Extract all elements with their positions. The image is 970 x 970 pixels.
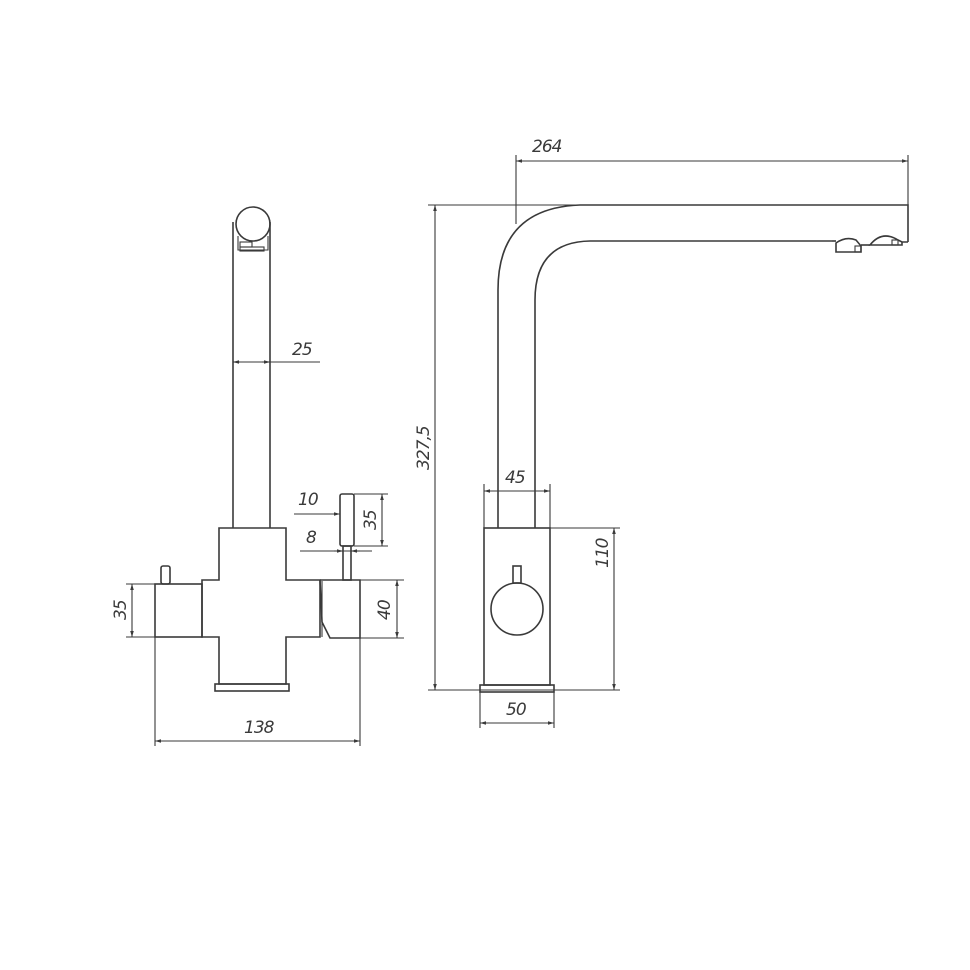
dim-label-total-height: 327,5 bbox=[414, 426, 434, 470]
dim-label-handle-height: 35 bbox=[361, 510, 381, 530]
dim-label-left-valve-height: 35 bbox=[111, 600, 131, 620]
dim-label-spout-diameter: 25 bbox=[292, 340, 312, 360]
side-base-plate bbox=[479, 684, 555, 693]
dim-label-handle-width: 10 bbox=[298, 490, 318, 510]
aerator-1 bbox=[835, 237, 862, 253]
dim-label-right-valve-height: 40 bbox=[375, 600, 395, 620]
right-handle bbox=[339, 493, 355, 547]
side-handle-lever bbox=[512, 565, 522, 584]
side-body bbox=[483, 527, 551, 686]
aerator-outline bbox=[237, 236, 269, 251]
dim-label-spout-tube: 45 bbox=[505, 468, 525, 488]
spout-inner-edge bbox=[534, 240, 832, 528]
dim-label-spout-reach: 264 bbox=[532, 137, 562, 157]
aerator-detail-2 bbox=[239, 246, 265, 252]
right-handle-stem bbox=[342, 545, 352, 581]
side-view: 264 327,5 45 110 50 bbox=[414, 137, 909, 728]
dim-label-base-width: 50 bbox=[506, 700, 526, 720]
dim-label-handle-stem: 8 bbox=[306, 528, 317, 548]
dim-label-total-width: 138 bbox=[244, 718, 275, 738]
aerator-2-detail bbox=[891, 239, 899, 246]
left-valve-knob bbox=[160, 565, 171, 585]
aerator-2 bbox=[868, 235, 908, 246]
front-view: 25 10 8 35 35 40 138 bbox=[111, 206, 404, 746]
left-valve bbox=[154, 583, 203, 638]
aerator-detail bbox=[239, 241, 253, 248]
spout-outer-edge bbox=[497, 204, 909, 528]
right-valve bbox=[319, 579, 361, 639]
dim-label-body-height: 110 bbox=[593, 538, 613, 568]
aerator-1-detail bbox=[854, 245, 862, 253]
base-plate bbox=[214, 683, 290, 692]
side-handle-circle bbox=[490, 582, 544, 636]
spout-head-circle bbox=[235, 206, 271, 242]
